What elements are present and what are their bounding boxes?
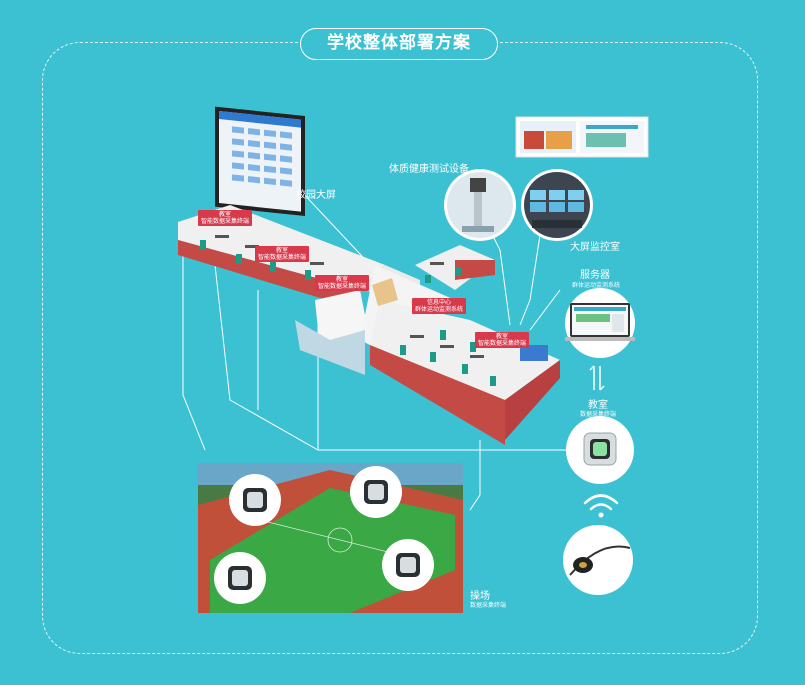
- tag-title: 信息中心: [427, 299, 452, 306]
- classroom-label: 教室: [588, 400, 608, 411]
- building-tag: 信息中心群体运动监测系统: [412, 298, 467, 314]
- classroom-sublabel: 数据采集终端: [580, 411, 617, 418]
- sync-arrows-icon: [589, 365, 605, 391]
- tag-sub: 智能数据采集终端: [258, 254, 307, 261]
- playground-terminals: [214, 466, 434, 604]
- building-tag: 教室智能数据采集终端: [475, 332, 530, 348]
- page-title: 学校整体部署方案: [300, 28, 498, 60]
- fitness-device-photo: [444, 169, 516, 241]
- tag-sub: 智能数据采集终端: [318, 283, 367, 290]
- server-label: 服务器: [580, 270, 610, 281]
- campus-screen-label: 校园大屏: [296, 190, 336, 201]
- fitness-device-label: 体质健康测试设备: [389, 164, 469, 175]
- tag-title: 教室: [496, 333, 509, 340]
- building-tag: 教室智能数据采集终端: [315, 275, 370, 291]
- playground-sublabel: 数据采集终端: [470, 602, 507, 609]
- classroom-terminal-photo: [566, 416, 634, 484]
- wearable-band-photo: [563, 525, 633, 595]
- building-tag: 教室智能数据采集终端: [255, 246, 310, 262]
- monitor-room-label: 大屏监控室: [570, 242, 620, 253]
- tag-sub: 智能数据采集终端: [478, 340, 527, 347]
- monitor-room-photo: [521, 169, 593, 241]
- tag-title: 教室: [219, 211, 232, 218]
- playground-label: 操场: [470, 591, 490, 602]
- server-sublabel: 群体运动监测系统: [572, 282, 621, 289]
- monitor-room-screen: [515, 116, 649, 158]
- monitor-screen: [215, 106, 305, 217]
- building-tag: 教室智能数据采集终端: [198, 210, 253, 226]
- school-building-3d: [178, 205, 560, 445]
- tag-sub: 群体运动监测系统: [415, 306, 464, 313]
- tag-title: 教室: [336, 276, 349, 283]
- tag-title: 教室: [276, 247, 289, 254]
- tag-sub: 智能数据采集终端: [201, 218, 250, 225]
- wifi-icon: [583, 494, 619, 518]
- server-photo: [565, 288, 635, 358]
